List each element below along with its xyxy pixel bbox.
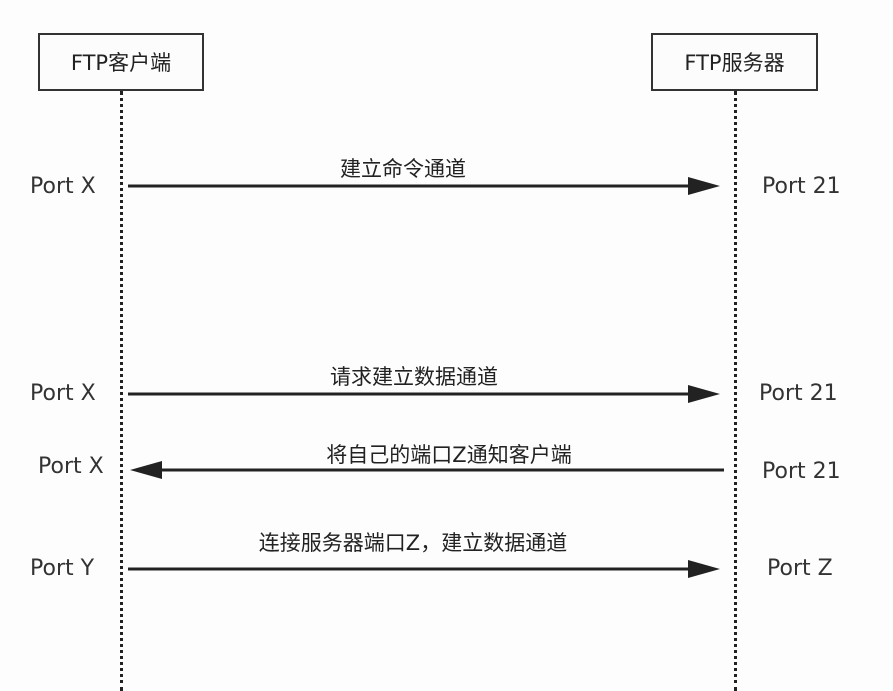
message-1-label: 建立命令通道 [340,157,466,181]
message-4-arrowhead [688,560,720,578]
message-3-left-port: Port X [38,454,104,479]
message-1-arrowhead [688,177,720,195]
message-1-right-port: Port 21 [762,174,841,199]
message-2-left-port: Port X [30,381,96,406]
message-2-right-port: Port 21 [759,381,838,406]
client-participant-box: FTP客户端 [38,33,204,91]
message-2-arrowhead [688,385,720,403]
client-lifeline [120,91,123,691]
message-1-left-port: Port X [30,174,96,199]
message-2-label: 请求建立数据通道 [330,365,498,389]
message-3-label: 将自己的端口Z通知客户端 [326,443,572,467]
message-3-right-port: Port 21 [762,459,841,484]
client-participant-label: FTP客户端 [70,51,172,75]
message-4-left-port: Port Y [30,556,95,581]
message-3-arrowhead [130,461,162,479]
message-4-label: 连接服务器端口Z，建立数据通道 [258,531,568,555]
server-participant-label: FTP服务器 [684,51,785,75]
server-participant-box: FTP服务器 [651,33,818,91]
server-lifeline [734,91,737,691]
message-4-right-port: Port Z [767,556,833,581]
